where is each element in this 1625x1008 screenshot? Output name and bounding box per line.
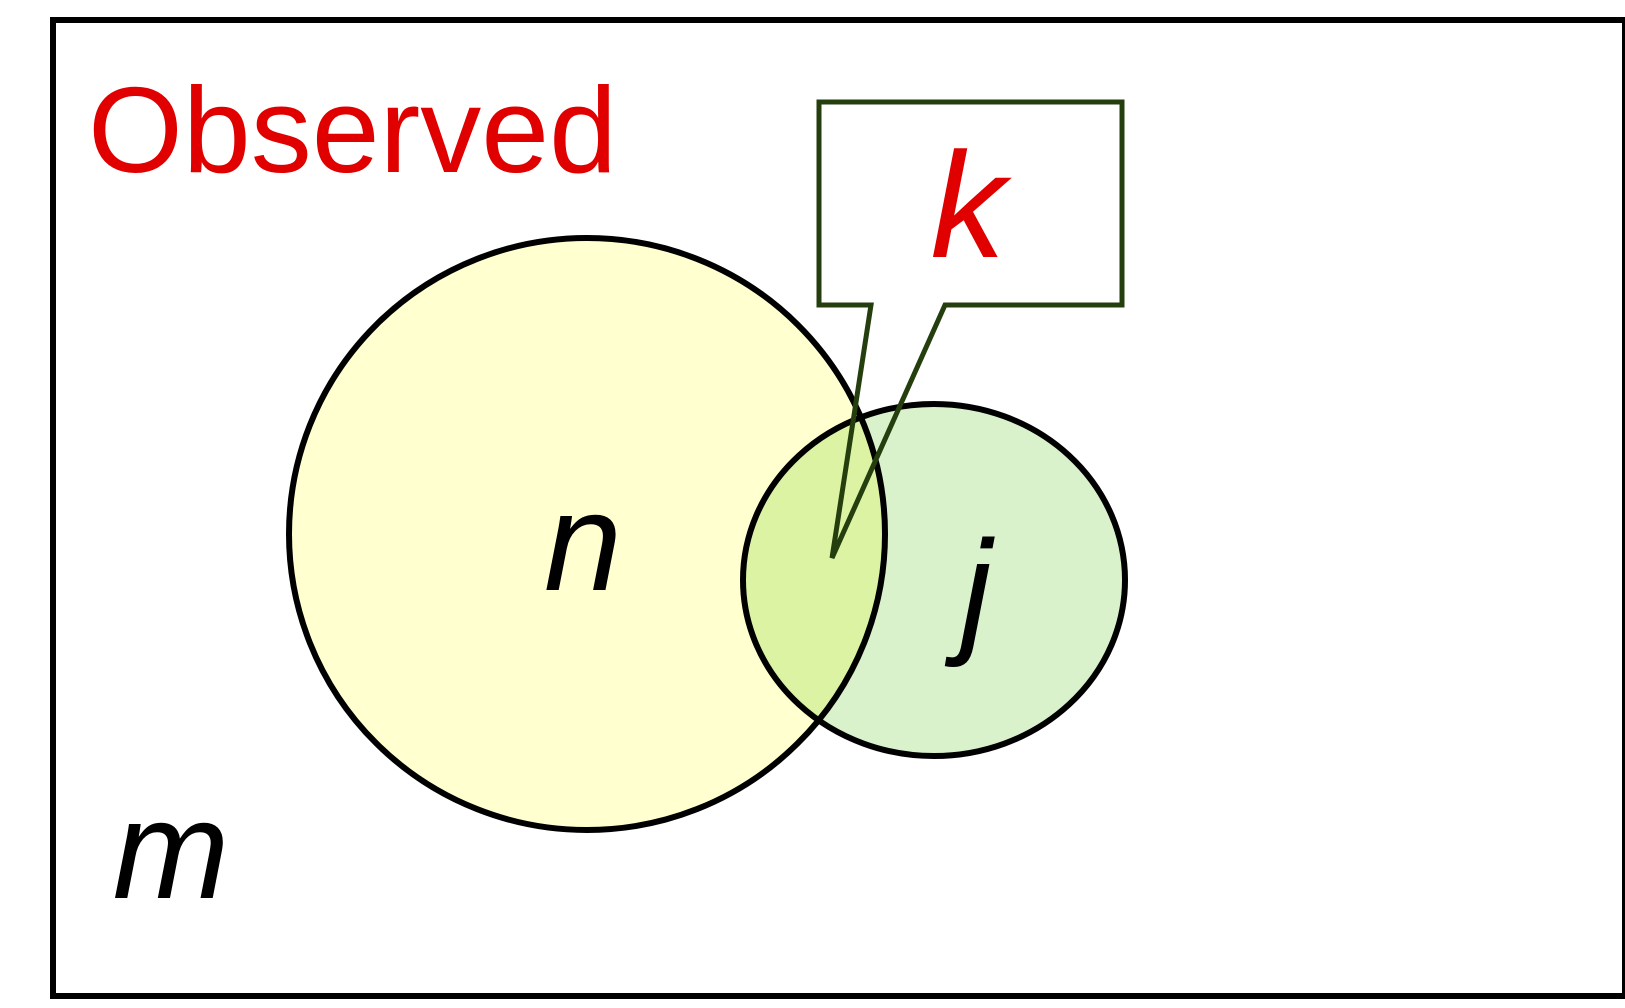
- callout-box: [816, 99, 1125, 560]
- label-k: k: [931, 121, 1013, 289]
- diagram-title: Observed: [88, 62, 617, 198]
- set-n-circle: [289, 238, 885, 830]
- set-j-outline: [740, 401, 1128, 759]
- label-n: n: [544, 463, 622, 620]
- set-n-outline: [286, 235, 888, 833]
- label-m: m: [113, 771, 230, 928]
- overlap-region: [743, 404, 885, 756]
